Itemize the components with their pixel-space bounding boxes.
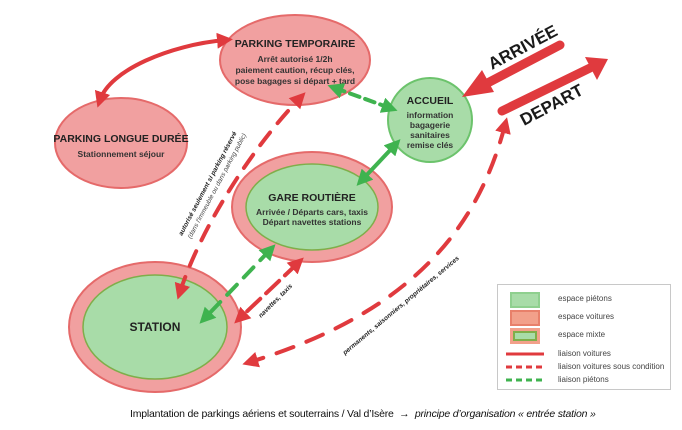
- legend-label: liaison voitures: [558, 349, 611, 358]
- legend-lines: [506, 352, 544, 382]
- legend-swatch-mixed-area: [510, 328, 540, 344]
- legend-swatch-car-area: [510, 310, 540, 326]
- node-line: sanitaires: [410, 130, 450, 140]
- node-line: pose bagages si départ + tard: [235, 76, 355, 86]
- node-line: Arrêt autorisé 1/2h: [257, 54, 332, 64]
- caption: Implantation de parkings aériens et sout…: [130, 408, 596, 420]
- node-accueil: ACCUEIL information bagagerie sanitaires…: [387, 77, 473, 163]
- node-line: Stationnement séjour: [78, 149, 166, 159]
- node-title: ACCUEIL: [407, 95, 454, 107]
- legend-label: espace piétons: [558, 294, 612, 303]
- legend-label: liaison piétons: [558, 375, 609, 384]
- ped-link-temporaire-accueil: [327, 83, 398, 113]
- legend-label: espace mixte: [558, 330, 606, 339]
- edge-label-permanents: permanents, saisonniers, propriétaires, …: [341, 255, 461, 357]
- node-parking-longue-duree: PARKING LONGUE DURÉE Stationnement séjou…: [53, 97, 189, 189]
- legend-label: espace voitures: [558, 312, 615, 321]
- legend: espace piétons espace voitures espace mi…: [497, 284, 671, 390]
- ped-link-accueil-gare: [356, 139, 401, 186]
- car-link-conditional-permanents: [242, 117, 511, 368]
- node-line: Arrivée / Départs cars, taxis: [256, 207, 368, 217]
- node-line: bagagerie: [410, 120, 450, 130]
- node-title: PARKING TEMPORAIRE: [235, 38, 356, 50]
- legend-label: liaison voitures sous condition: [558, 362, 665, 371]
- caption-main: Implantation de parkings aériens et sout…: [130, 408, 394, 420]
- legend-swatch-ped-area: [510, 292, 540, 308]
- node-title: STATION: [130, 320, 181, 334]
- node-title: PARKING LONGUE DURÉE: [53, 132, 188, 145]
- node-parking-temporaire: PARKING TEMPORAIRE Arrêt autorisé 1/2h p…: [219, 14, 371, 106]
- depart-arrow: [497, 57, 608, 116]
- caption-italic: principe d’organisation « entrée station…: [414, 408, 596, 420]
- arrivee-arrow: [462, 40, 565, 97]
- node-title: GARE ROUTIÈRE: [268, 191, 356, 204]
- node-line: remise clés: [407, 140, 454, 150]
- node-line: Départ navettes stations: [263, 217, 362, 227]
- node-line: paiement caution, récup clés,: [235, 65, 354, 75]
- node-station: STATION: [68, 261, 242, 393]
- node-gare-routiere: GARE ROUTIÈRE Arrivée / Départs cars, ta…: [231, 151, 393, 263]
- car-link-longue-temporaire: [94, 32, 233, 108]
- edge-label-navettes: navettes, taxis: [257, 283, 294, 320]
- caption-arrow-icon: →: [399, 408, 410, 420]
- node-line: information: [407, 110, 454, 120]
